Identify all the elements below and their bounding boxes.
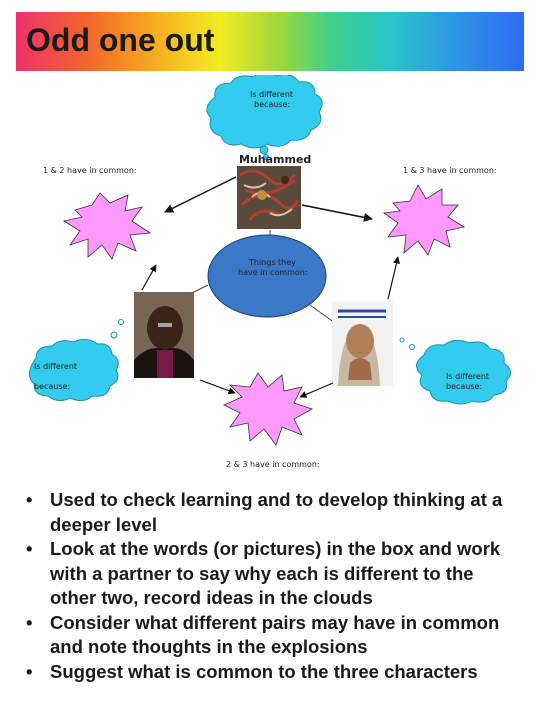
bullet-icon: • bbox=[26, 489, 33, 510]
arrow-to-right-explosion bbox=[301, 204, 373, 222]
left-cloud-text-2: because: bbox=[34, 382, 70, 391]
arrow-left-explosion-to-desmond bbox=[141, 264, 157, 291]
label-1-and-2: 1 & 2 have in common: bbox=[43, 166, 137, 175]
center-text-1: Things they bbox=[248, 258, 296, 267]
center-ellipse[interactable] bbox=[207, 234, 327, 318]
arrow-right-explosion-to-teresa bbox=[387, 256, 401, 300]
desmond-tutu-photo bbox=[134, 292, 194, 378]
left-cloud-text-1: Is different bbox=[34, 362, 77, 371]
mother-teresa-photo bbox=[332, 301, 393, 386]
page-title: Odd one out bbox=[26, 22, 215, 58]
arrow-desmond-to-bottom bbox=[199, 379, 236, 395]
instruction-list: •Used to check learning and to develop t… bbox=[22, 488, 522, 684]
center-text-2: have in common: bbox=[238, 268, 308, 277]
list-item: •Consider what different pairs may have … bbox=[26, 611, 500, 658]
right-thought-cloud[interactable] bbox=[416, 339, 511, 405]
bullet-icon: • bbox=[26, 611, 33, 633]
title-banner: Odd one out bbox=[16, 12, 524, 71]
top-center-label: Muhammed bbox=[239, 153, 311, 166]
arrow-to-left-explosion bbox=[164, 176, 237, 213]
list-item: •Look at the words (or pictures) in the … bbox=[26, 538, 501, 608]
calligraphy-picture bbox=[237, 166, 301, 229]
left-thought-cloud[interactable] bbox=[29, 338, 119, 402]
label-2-and-3: 2 & 3 have in common: bbox=[226, 460, 320, 469]
arrow-teresa-to-bottom bbox=[299, 382, 334, 398]
top-cloud-text-1: Is different bbox=[250, 90, 293, 99]
bullet-icon: • bbox=[26, 660, 33, 682]
bottom-explosion[interactable] bbox=[223, 372, 313, 446]
right-cloud-text-1: Is different bbox=[446, 372, 489, 381]
top-cloud-text-2: because: bbox=[254, 100, 290, 109]
bullet-icon: • bbox=[26, 538, 33, 559]
left-explosion[interactable] bbox=[62, 192, 152, 260]
connector-right bbox=[309, 304, 336, 324]
label-1-and-3: 1 & 3 have in common: bbox=[403, 166, 497, 175]
list-item: •Suggest what is common to the three cha… bbox=[22, 660, 522, 685]
top-thought-cloud[interactable] bbox=[206, 75, 323, 160]
odd-one-out-diagram: Is different because: Muhammed 1 & 2 hav… bbox=[29, 75, 511, 469]
list-item: •Used to check learning and to develop t… bbox=[26, 489, 503, 535]
right-explosion[interactable] bbox=[382, 184, 466, 256]
right-cloud-text-2: because: bbox=[446, 382, 482, 391]
